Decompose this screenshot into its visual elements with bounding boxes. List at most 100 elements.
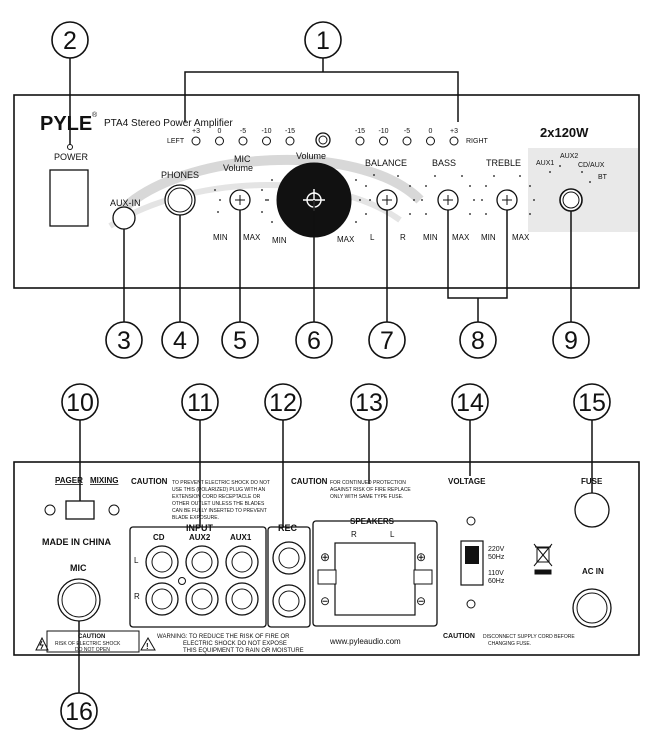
scale-dot bbox=[369, 199, 371, 201]
input-jack-cd-r[interactable] bbox=[145, 582, 179, 616]
speakers-label: SPEAKERS bbox=[350, 517, 395, 526]
leader-lines bbox=[69, 55, 593, 693]
input-jack-cd-l[interactable] bbox=[145, 545, 179, 579]
bass-knob-mark bbox=[443, 195, 453, 205]
meter-right-led bbox=[379, 136, 388, 146]
decorative-swoosh bbox=[116, 154, 424, 216]
rec-jack-l-inner bbox=[278, 547, 300, 569]
warning-line-1: WARNING: TO REDUCE THE RISK OF FIRE OR bbox=[157, 634, 290, 640]
scale-dot bbox=[485, 185, 487, 187]
speaker-minus-left: ⊖ bbox=[320, 594, 330, 608]
input-jack-aux2-r[interactable] bbox=[185, 582, 219, 616]
svg-text:!: ! bbox=[146, 642, 149, 651]
scale-dot bbox=[261, 189, 263, 191]
mic-input-jack[interactable] bbox=[57, 578, 101, 622]
callout-number: 12 bbox=[269, 389, 297, 417]
fuse-holder[interactable] bbox=[574, 492, 610, 528]
callout-15: 15 bbox=[573, 383, 611, 421]
voltage-selector-slider bbox=[465, 546, 479, 564]
input-jack-inner bbox=[231, 588, 253, 610]
input-jack-aux1-r[interactable] bbox=[225, 582, 259, 616]
caution3-title: CAUTION bbox=[443, 633, 475, 640]
callout-7: 7 bbox=[368, 321, 406, 359]
caution1-line-3: EXTENSION CORD RECEPTACLE OR bbox=[172, 494, 261, 500]
source-bt-label: BT bbox=[598, 174, 608, 181]
scale-dot bbox=[421, 199, 423, 201]
scale-dot bbox=[355, 221, 357, 223]
callout-circle bbox=[221, 321, 259, 359]
pager-label: PAGER bbox=[55, 476, 83, 485]
caution2-line-3: ONLY WITH SAME TYPE FUSE. bbox=[330, 494, 403, 500]
mic-min-label: MIN bbox=[213, 233, 228, 242]
voltage-110-line2: 60Hz bbox=[488, 578, 505, 585]
input-jack-inner bbox=[191, 588, 213, 610]
pager-screw-left bbox=[44, 504, 56, 516]
meter-center-button[interactable] bbox=[315, 132, 331, 148]
ac-in-socket[interactable] bbox=[572, 588, 612, 628]
mic-max-label: MAX bbox=[243, 233, 261, 242]
scale-dot bbox=[581, 171, 583, 173]
rear-panel-outline bbox=[13, 461, 640, 656]
input-label: INPUT bbox=[186, 523, 214, 533]
treble-max-label: MAX bbox=[512, 233, 530, 242]
speaker-terminal-block[interactable] bbox=[334, 542, 416, 616]
bass-label: BASS bbox=[432, 158, 456, 168]
rec-jack-r-inner bbox=[278, 590, 300, 612]
phones-jack[interactable] bbox=[164, 184, 196, 216]
caution2-line-2: AGAINST RISK OF FIRE REPLACE bbox=[330, 487, 411, 493]
balance-label: BALANCE bbox=[365, 158, 407, 168]
caution1-title: CAUTION bbox=[131, 477, 168, 486]
meter-left-led bbox=[238, 136, 248, 146]
speakers-block bbox=[312, 520, 438, 627]
meter-right-led bbox=[426, 136, 435, 146]
source-selector-inner bbox=[562, 191, 580, 209]
source-aux2-label: AUX2 bbox=[560, 153, 578, 160]
power-rating: 2x120W bbox=[540, 125, 589, 140]
input-jack-inner bbox=[231, 551, 253, 573]
weee-bin-icon bbox=[533, 543, 553, 575]
mic-label: MIC bbox=[70, 563, 87, 573]
input-jack-aux1-l[interactable] bbox=[225, 545, 259, 579]
caution-box bbox=[46, 630, 140, 653]
caution1-line-5: CAN BE FULLY INSERTED TO PREVENT bbox=[172, 508, 267, 514]
volume-max-label: MAX bbox=[337, 235, 355, 244]
callout-circle bbox=[304, 21, 342, 59]
speaker-plus-left: ⊕ bbox=[320, 550, 330, 564]
rec-jack-r[interactable] bbox=[272, 584, 306, 618]
power-switch[interactable] bbox=[49, 169, 89, 227]
scale-dot bbox=[217, 211, 219, 213]
caution3-line-1: DISCONNECT SUPPLY CORD BEFORE bbox=[483, 634, 575, 640]
scale-dot bbox=[214, 189, 216, 191]
mixing-label: MIXING bbox=[90, 476, 118, 485]
callout-number: 10 bbox=[66, 389, 94, 417]
input-cd-label: CD bbox=[153, 533, 165, 542]
scale-dot bbox=[271, 179, 273, 181]
input-jack-aux2-l[interactable] bbox=[185, 545, 219, 579]
scale-dot bbox=[271, 221, 273, 223]
scale-dot bbox=[425, 185, 427, 187]
volume-min-label: MIN bbox=[272, 236, 287, 245]
voltage-110-line1: 110V bbox=[488, 570, 504, 577]
callout-14: 14 bbox=[451, 383, 489, 421]
meter-right-led bbox=[402, 136, 412, 146]
callout-circle bbox=[181, 383, 219, 421]
callout-circle bbox=[368, 321, 406, 359]
scale-dot bbox=[481, 199, 483, 201]
scale-dot bbox=[461, 175, 463, 177]
input-aux1-label: AUX1 bbox=[230, 533, 252, 542]
aux-in-jack[interactable] bbox=[112, 206, 136, 230]
treble-knob-mark bbox=[502, 195, 512, 205]
input-jack-inner bbox=[151, 551, 173, 573]
brand-logo: PYLE bbox=[40, 113, 92, 135]
callout-number: 16 bbox=[65, 698, 93, 726]
caution1-line-6: BLADE EXPOSURE. bbox=[172, 515, 219, 521]
callout-number: 15 bbox=[578, 389, 606, 417]
meter-right-led bbox=[449, 136, 459, 146]
caution2-text: FOR CONTINUED PROTECTION AGAINST RISK OF… bbox=[330, 480, 411, 500]
scale-dot bbox=[409, 213, 411, 215]
callout-circle bbox=[105, 321, 143, 359]
pager-mixing-switch[interactable] bbox=[65, 500, 95, 520]
rec-jack-l[interactable] bbox=[272, 541, 306, 575]
rec-label: REC bbox=[278, 523, 298, 533]
